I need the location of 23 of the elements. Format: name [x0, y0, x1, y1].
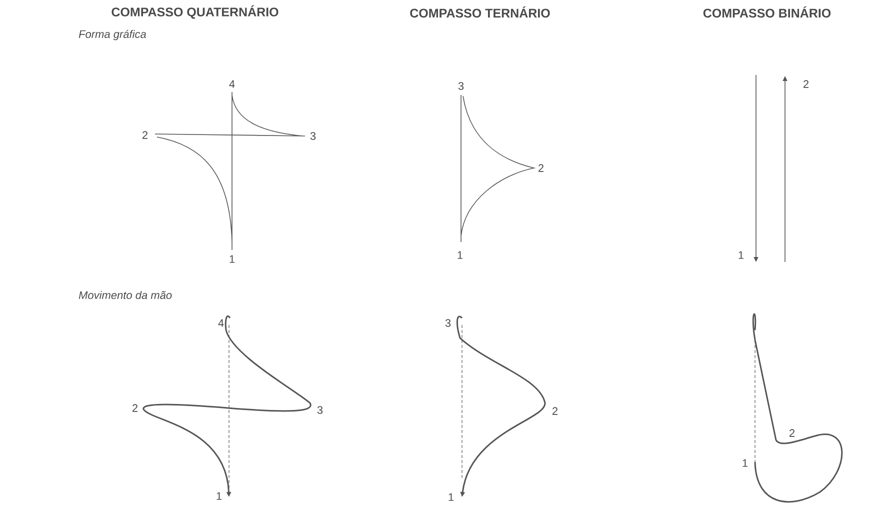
- beat-number: 1: [448, 493, 454, 501]
- beat-number: 1: [742, 459, 748, 467]
- beat-number: 2: [804, 80, 809, 88]
- beat-number: 3: [445, 319, 451, 327]
- beat-number: 1: [458, 251, 463, 259]
- beat-number: 1: [738, 251, 744, 259]
- column-heading: COMPASSO TERNÁRIO: [410, 6, 550, 18]
- column-heading: COMPASSO BINÁRIO: [703, 6, 831, 18]
- beat-number: 4: [229, 80, 235, 88]
- beat-number: 2: [132, 404, 138, 412]
- beat-number: 1: [230, 255, 235, 263]
- beat-number: 4: [218, 319, 224, 327]
- beat-number: 2: [538, 164, 544, 172]
- beat-number: 2: [552, 407, 558, 415]
- beat-number: 1: [216, 492, 222, 500]
- beat-number: 2: [142, 131, 148, 139]
- column-heading: COMPASSO QUATERNÁRIO: [112, 5, 278, 19]
- row-label: Forma gráfica: [78, 30, 146, 40]
- beat-number: 3: [317, 406, 323, 414]
- row-label: Movimento da mão: [78, 290, 172, 300]
- beat-number: 3: [310, 132, 316, 140]
- beat-number: 3: [458, 82, 464, 90]
- beat-number: 2: [790, 429, 795, 437]
